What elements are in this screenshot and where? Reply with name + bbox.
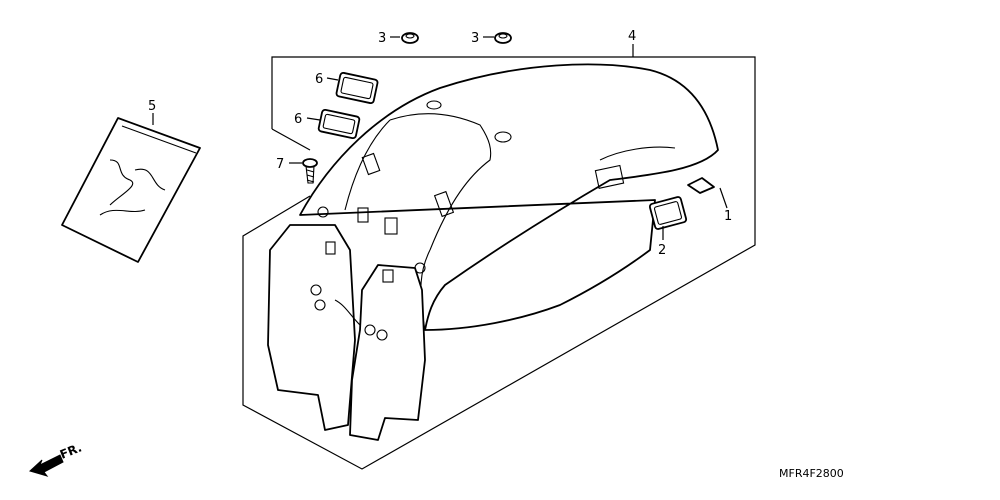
front-direction-arrow-icon [29,454,64,477]
part-2-reflector [648,196,688,230]
callout-7: 7 [276,157,284,172]
bracket-leader [271,128,311,151]
mud-flap-right [334,264,426,441]
callout-3a: 3 [378,31,386,46]
part-7-screw [302,158,318,184]
leader-6a [326,77,339,81]
callout-6b: 6 [294,112,302,127]
part-6-reflector-b [317,108,361,140]
callout-3b: 3 [471,31,479,46]
callout-5: 5 [148,99,156,114]
callout-6a: 6 [315,72,323,87]
part-3-grommet-a [401,32,419,44]
direction-label: FR. [58,440,84,461]
callout-4: 4 [628,29,636,44]
part-3-grommet-b [494,32,512,44]
leader-6b [306,117,321,121]
callout-2: 2 [658,243,666,258]
rear-fender [299,63,719,331]
part-1-emblem [687,177,715,194]
diagram-code: MFR4F2800 [779,467,844,480]
part-6-reflector-a [335,71,379,105]
leader-1 [719,187,728,209]
assembly-bracket [242,56,756,470]
callout-1: 1 [724,209,732,224]
part-5-bag [61,117,201,263]
mud-flap-left [267,224,356,431]
